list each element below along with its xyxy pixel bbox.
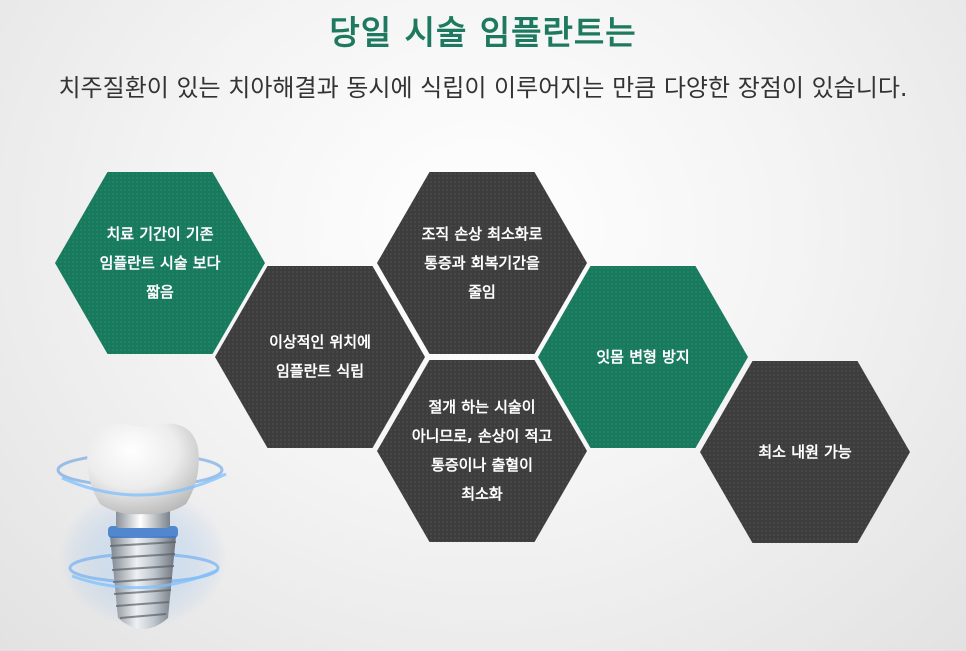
benefit-hex-gum-deformation: 잇몸 변형 방지 bbox=[538, 266, 748, 448]
benefit-line: 조직 손상 최소화로 bbox=[421, 224, 543, 243]
benefit-line: 아니므로, 손상이 적고 bbox=[411, 427, 553, 445]
page-title: 당일 시술 임플란트는 bbox=[329, 13, 637, 52]
benefit-text: 절개 하는 시술이 아니므로, 손상이 적고 통증이나 출혈이 최소화 bbox=[412, 393, 552, 509]
benefit-line: 절개 하는 시술이 bbox=[428, 398, 536, 416]
benefit-line: 임플란트 시술 보다 bbox=[99, 253, 221, 272]
page-subtitle: 치주질환이 있는 치아해결과 동시에 식립이 이루어지는 만큼 다양한 장점이 … bbox=[58, 74, 908, 102]
benefit-text: 잇몸 변형 방지 bbox=[596, 343, 689, 372]
benefit-line: 짧음 bbox=[146, 282, 174, 301]
benefit-line: 통증과 회복기간을 bbox=[424, 253, 540, 272]
benefit-line: 통증이나 출혈이 bbox=[431, 456, 533, 474]
benefit-line: 최소 내원 가능 bbox=[758, 442, 852, 461]
benefit-line: 잇몸 변형 방지 bbox=[596, 347, 690, 366]
benefit-hex-minimal-damage: 조직 손상 최소화로 통증과 회복기간을 줄임 bbox=[377, 172, 587, 354]
benefit-line: 이상적인 위치에 bbox=[269, 333, 371, 351]
benefit-text: 최소 내원 가능 bbox=[758, 438, 851, 467]
benefit-hex-ideal-position: 이상적인 위치에 임플란트 식립 bbox=[215, 266, 425, 448]
benefit-line: 치료 기간이 기존 bbox=[106, 224, 214, 243]
benefit-text: 치료 기간이 기존 임플란트 시술 보다 짧음 bbox=[100, 220, 221, 307]
benefit-hex-no-incision: 절개 하는 시술이 아니므로, 손상이 적고 통증이나 출혈이 최소화 bbox=[377, 360, 587, 542]
benefit-hex-minimal-visits: 최소 내원 가능 bbox=[700, 361, 910, 543]
dental-implant-icon bbox=[56, 423, 228, 629]
benefit-line: 최소화 bbox=[461, 485, 503, 503]
benefit-text: 이상적인 위치에 임플란트 식립 bbox=[269, 328, 371, 386]
benefit-line: 줄임 bbox=[468, 282, 496, 301]
benefit-line: 임플란트 식립 bbox=[275, 362, 364, 380]
benefit-text: 조직 손상 최소화로 통증과 회복기간을 줄임 bbox=[422, 220, 543, 307]
